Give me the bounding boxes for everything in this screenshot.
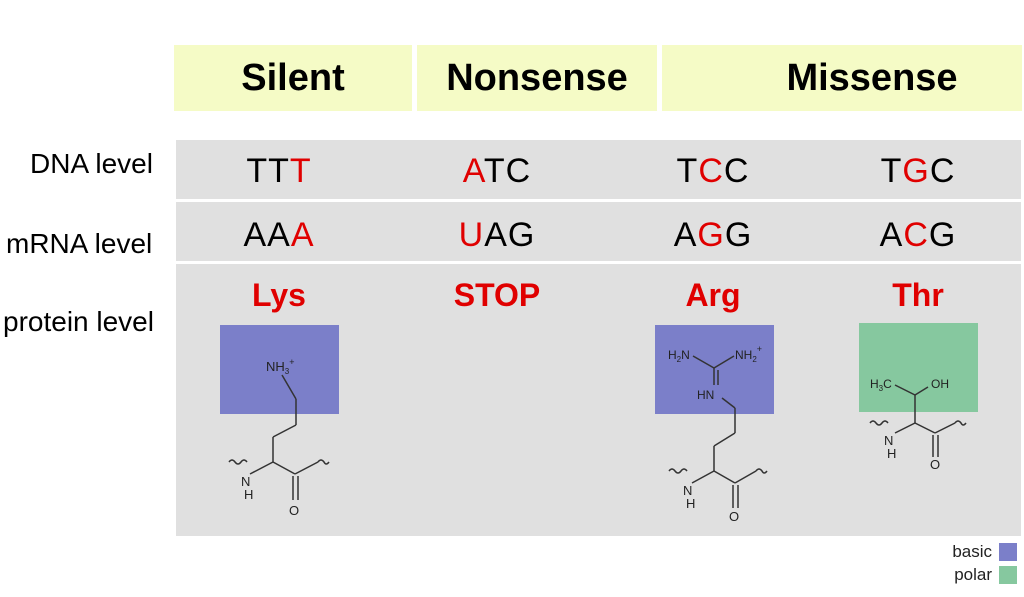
mutated-base: T (289, 152, 312, 190)
arg-carbonyl-o-label: O (729, 509, 739, 524)
mutated-base: A (290, 216, 315, 254)
mutated-base: G (697, 216, 725, 254)
codon-part: TT (246, 152, 290, 190)
mrna-codon-missense-thr: ACG (880, 216, 957, 255)
lys-carbonyl-o-label: O (289, 503, 299, 518)
legend-swatch-polar (999, 566, 1017, 584)
mutated-base: A (462, 152, 484, 190)
dna-codon-silent: TTT (246, 152, 311, 191)
arg-backbone-h-label: H (686, 496, 695, 511)
lys-amine-label: NH3+ (266, 357, 295, 376)
thr-backbone-n-label: N (884, 433, 893, 448)
thr-methyl-label: H3C (870, 377, 892, 393)
arg-hn-label: HN (697, 388, 714, 402)
arg-backbone-n-label: N (683, 483, 692, 498)
codon-part: AG (484, 216, 536, 254)
thr-hydroxyl-label: OH (931, 377, 949, 391)
codon-part: G (724, 216, 753, 254)
mutated-base: U (458, 216, 485, 254)
mutated-base: G (902, 152, 930, 190)
header-nonsense-label: Nonsense (446, 56, 628, 99)
amino-acid-arg: Arg (685, 277, 741, 313)
codon-part: AA (243, 216, 291, 254)
mrna-codon-nonsense: UAG (459, 216, 536, 255)
amino-acid-thr: Thr (892, 277, 944, 313)
lys-structure (228, 374, 330, 500)
legend-label-polar: polar (954, 565, 992, 584)
codon-part: T (880, 152, 903, 190)
mutated-base: C (698, 152, 724, 190)
mutated-base: C (903, 216, 929, 254)
header-missense: Missense (662, 45, 1022, 111)
thr-structure (869, 384, 967, 457)
codon-part: A (673, 216, 698, 254)
legend-label-basic: basic (952, 542, 992, 561)
codon-part: C (723, 152, 750, 190)
header-silent-label: Silent (241, 56, 345, 99)
header-nonsense: Nonsense (417, 45, 657, 111)
codon-part: T (676, 152, 699, 190)
thr-side-chain-box (859, 323, 978, 412)
amino-acid-stop: STOP (453, 277, 541, 313)
row-label-mrna: mRNA level (6, 228, 153, 259)
codon-part: C (929, 152, 956, 190)
lys-backbone-n-label: N (241, 474, 250, 489)
thr-backbone-h-label: H (887, 446, 896, 461)
mrna-codon-silent: AAA (243, 216, 314, 255)
legend-swatch-basic (999, 543, 1017, 561)
row-label-protein: protein level (3, 306, 154, 337)
arg-h2n-label: H2N (668, 348, 690, 364)
thr-carbonyl-o-label: O (930, 457, 940, 472)
codon-part: G (928, 216, 957, 254)
row-label-dna: DNA level (30, 148, 153, 179)
header-silent: Silent (174, 45, 412, 111)
row-divider-1 (176, 199, 1021, 202)
arg-nh2-label: NH2+ (735, 344, 762, 364)
codon-part: TC (483, 152, 532, 190)
dna-codon-missense-thr: TGC (881, 152, 956, 191)
header-missense-label: Missense (786, 56, 958, 99)
lys-side-chain-box (220, 325, 339, 414)
amino-acid-lys: Lys (252, 277, 306, 313)
row-divider-2 (176, 261, 1021, 264)
codon-part: A (879, 216, 904, 254)
dna-codon-nonsense: ATC (463, 152, 531, 191)
mrna-codon-missense-arg: AGG (674, 216, 753, 255)
lys-backbone-h-label: H (244, 487, 253, 502)
arg-structure (668, 355, 768, 508)
dna-codon-missense-arg: TCC (677, 152, 750, 191)
